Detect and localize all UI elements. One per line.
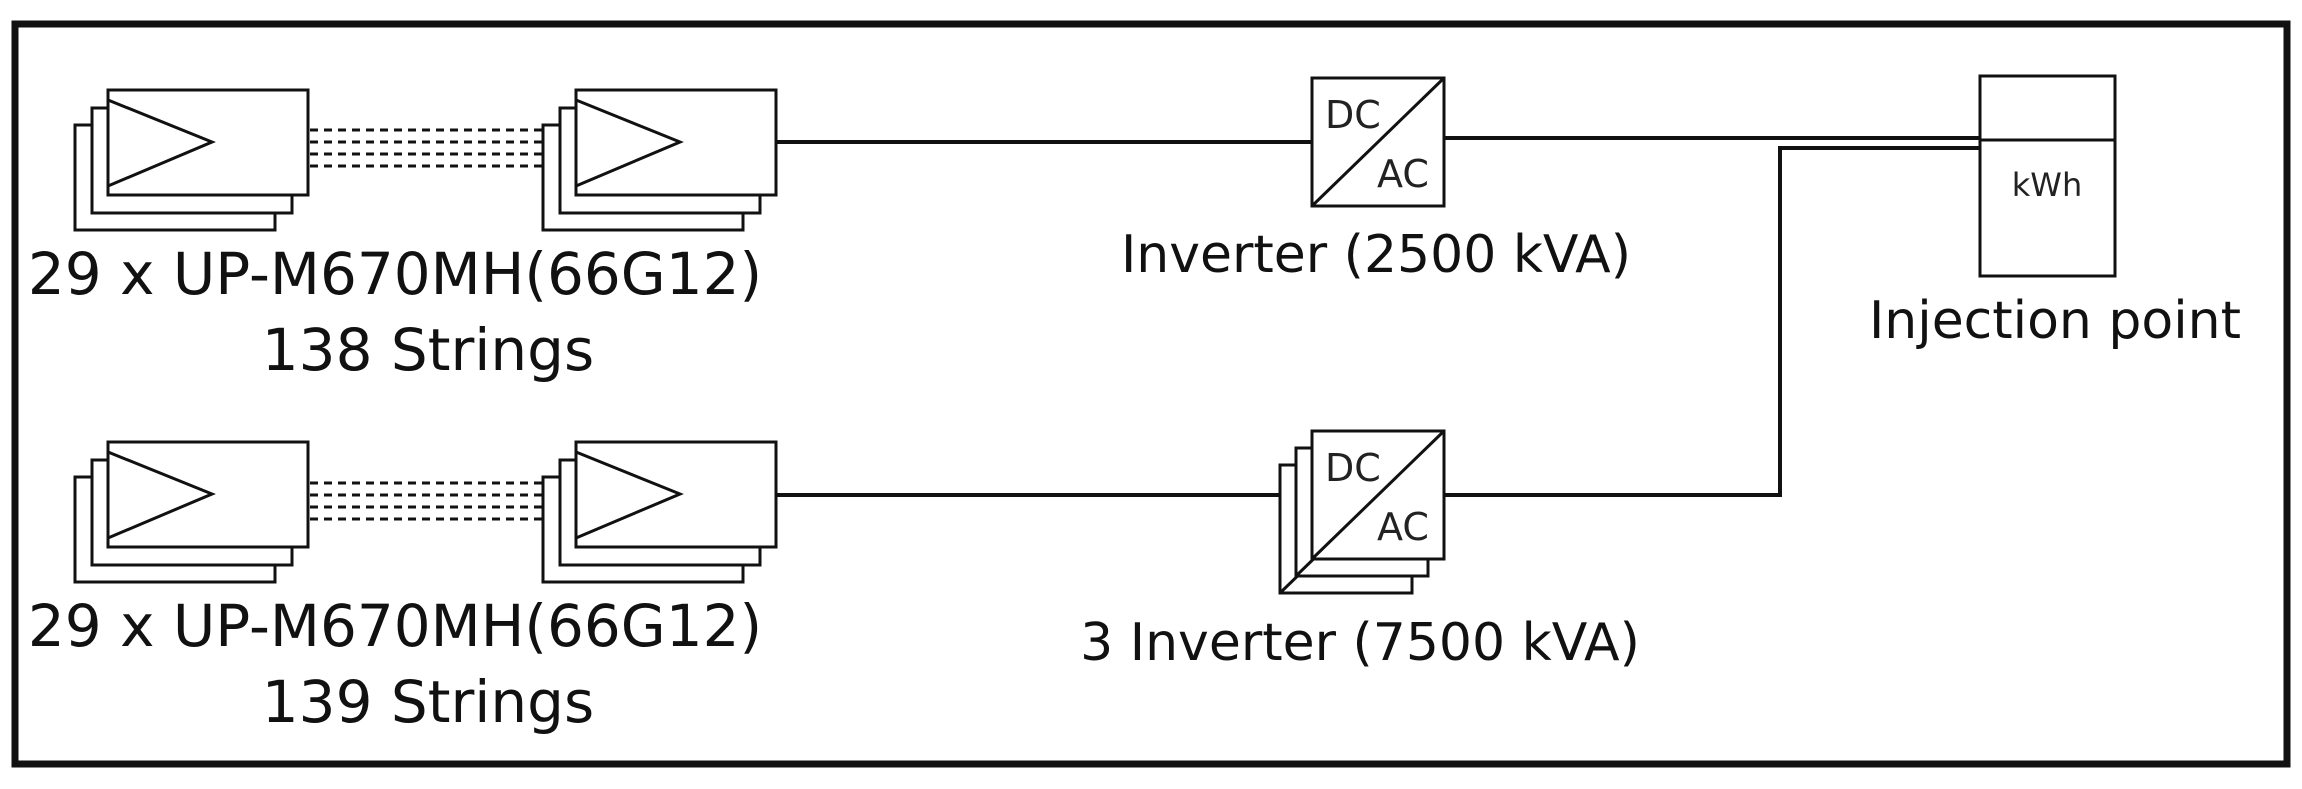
inverter-ac-label: AC: [1377, 505, 1429, 549]
pv-module-stack-icon: [541, 440, 778, 584]
energy-meter-icon: [1978, 74, 2117, 278]
inverter-label: Inverter (2500 kVA): [1121, 225, 1631, 285]
inverter-stack-icon: [1278, 429, 1446, 595]
pv-module-stack-icon: [73, 440, 310, 584]
diagram-border: [11, 20, 2291, 768]
inverter-dc-label: DC: [1325, 446, 1381, 490]
inverter-top: DC AC Inverter (2500 kVA): [1121, 76, 1631, 285]
inverter-ac-label: AC: [1377, 152, 1429, 196]
inverter-dc-label: DC: [1325, 93, 1381, 137]
string-group-top: 29 x UP-M670MH(66G12) 138 Strings: [28, 88, 778, 384]
string-connection-dashes: [310, 481, 543, 521]
meter-unit-label: kWh: [2012, 166, 2082, 204]
pv-module-stack-icon: [73, 88, 310, 232]
injection-point-meter: kWh Injection point: [1869, 74, 2241, 351]
string-group-bottom: 29 x UP-M670MH(66G12) 139 Strings: [28, 440, 778, 736]
string-count-label: 139 Strings: [262, 668, 594, 736]
injection-point-label: Injection point: [1869, 291, 2241, 351]
ac-cable-bottom: [1444, 146, 1980, 497]
string-connection-dashes: [310, 128, 543, 168]
inverter-label: 3 Inverter (7500 kVA): [1080, 613, 1640, 673]
inverter-icon: [1310, 76, 1446, 208]
pv-module-stack-icon: [541, 88, 778, 232]
string-module-label: 29 x UP-M670MH(66G12): [28, 592, 762, 660]
string-count-label: 138 Strings: [262, 316, 594, 384]
string-module-label: 29 x UP-M670MH(66G12): [28, 240, 762, 308]
inverter-bottom: DC AC 3 Inverter (7500 kVA): [1080, 429, 1640, 673]
